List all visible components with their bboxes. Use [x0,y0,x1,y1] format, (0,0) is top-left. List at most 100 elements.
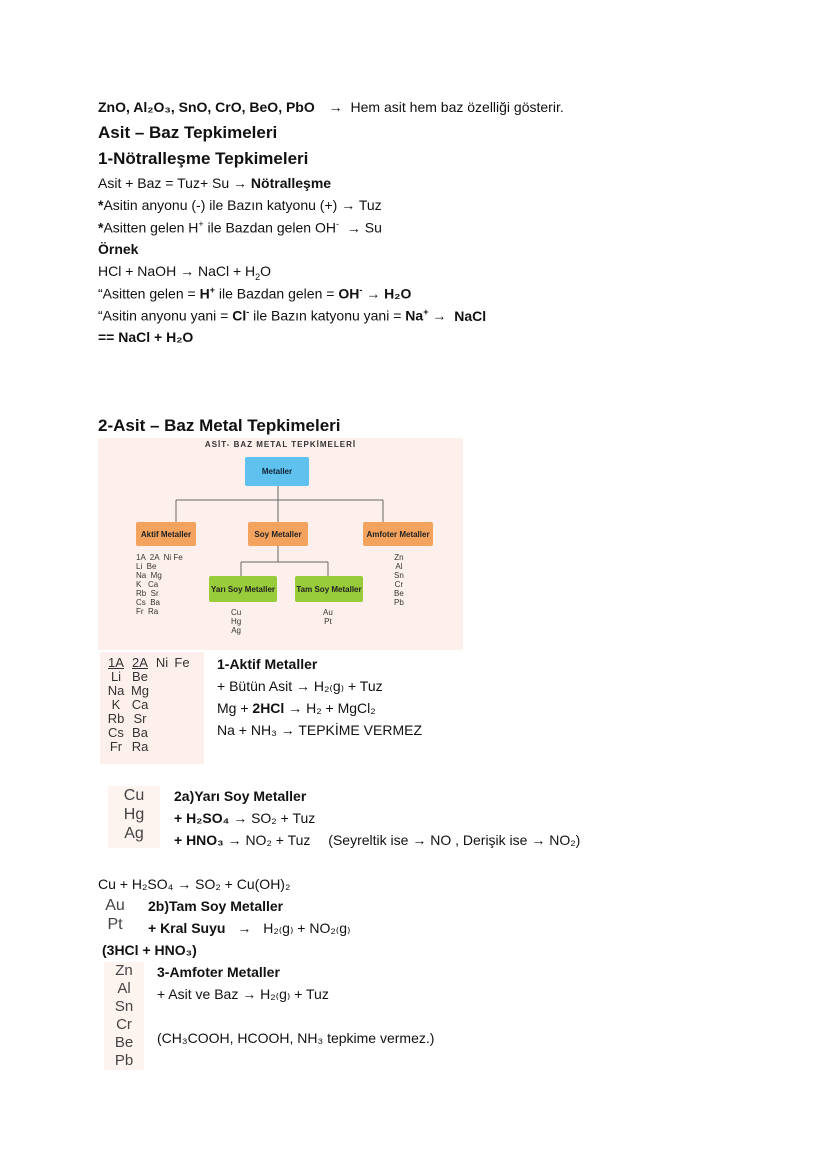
reagent-text: + H₂SO₄ [174,810,230,826]
line-text: SO₂ + Cu(OH)₂ [195,876,291,892]
table-header-cell: 2A [132,655,148,670]
diagram-title: ASİT- BAZ METAL TEPKİMELERİ [204,440,357,449]
full-elements-list: Au Pt [323,608,333,626]
product-text: H₂O [384,285,412,302]
bullet-star: * [98,219,104,236]
equation-text: HCl + NaOH [98,263,177,279]
ion-text: H [199,285,210,302]
semi-elements-box: Cu Hg Ag [108,786,160,848]
arrow-icon: → [177,876,192,892]
amph-title: 3-Amfoter Metaller [157,964,280,980]
semi-elements-list: Cu Hg Ag [231,608,242,635]
arrow-icon: → [233,810,248,826]
line-text: + Asit ve Baz [157,986,239,1002]
quote-line-2: “Asitin anyonu yani = Cl- ile Bazın katy… [98,307,486,324]
table-header-cell: Fe [174,655,190,670]
arrow-icon: → [242,986,257,1002]
superscript: - [335,219,339,229]
element-symbol: Sn [114,998,134,1015]
element-symbol: Cu [123,787,145,804]
oxides-text: Hem asit hem baz özelliği gösterir. [350,99,564,115]
arrow-icon: → [366,285,381,302]
active-elements-list: 1A 2A Ni Fe Li Be Na Mg K Ca Rb Sr Cs Ba… [136,553,183,616]
arrow-icon: → [412,832,427,848]
full-noble-box: Tam Soy Metaller [295,576,363,602]
metal-diagram: ASİT- BAZ METAL TEPKİMELERİ Metaller Akt… [98,438,463,650]
line-text: ile Bazdan gelen OH [203,219,336,236]
arrow-icon: → [296,678,310,694]
ion-text: Na [405,307,424,324]
semi-line-2: + HNO₃ → NO₂ + Tuz (Seyreltik ise → NO ,… [174,832,580,848]
subscript: 2 [255,271,261,282]
table-cell: Na [107,683,125,698]
line-text: Asitin anyonu (-) ile Bazın katyonu (+) [103,197,338,213]
element-symbol: Pb [114,1052,134,1069]
neutralization-line-3: *Asitten gelen H+ ile Bazdan gelen OH- →… [98,219,382,236]
active-title: 1-Aktif Metaller [217,656,318,672]
quote-line-1: “Asitten gelen = H+ ile Bazdan gelen = O… [98,285,411,302]
arrow-icon: → [180,263,195,279]
line-text: + Bütün Asit [217,678,293,694]
diagram-connectors [175,486,384,576]
element-symbol: Hg [123,806,145,823]
amph-line-1: + Asit ve Baz → H₂₍g₎ + Tuz [157,986,329,1003]
element-symbol: Cr [116,1016,132,1033]
element-symbol: Zn [115,962,133,979]
active-line-1: + Bütün Asit → H₂₍g₎ + Tuz [217,678,383,695]
reagent-text: + HNO₃ [174,832,224,848]
full-line-1: + Kral Suyu → H₂₍g₎ + NO₂₍g₎ [148,920,350,937]
arrow-icon: → [237,920,252,936]
table-cell: K [111,697,121,712]
line-text: Na + NH₃ [217,722,277,738]
element-symbol: Pt [107,916,123,933]
line-text: “Asitin anyonu yani = [98,307,233,324]
superscript: + [423,307,429,317]
arrow-icon: → [346,219,361,236]
example-equation: HCl + NaOH → NaCl + H2O [98,263,271,282]
table-cell: Be [132,669,148,684]
arrow-icon: → [432,307,447,324]
equation-text: Asit + Baz = Tuz+ Su [98,175,230,191]
line-text: Mg + [217,700,253,716]
line-text: H₂ + MgCl₂ [306,700,376,716]
line-text: Asitten gelen H [103,219,199,236]
table-cell: Ra [131,739,149,754]
active-line-3: Na + NH₃ → TEPKİME VERMEZ [217,722,422,738]
arrow-icon: → [341,197,356,213]
table-header-cell: 1A [108,655,124,670]
element-symbol: Be [114,1034,134,1051]
semi-noble-box: Yarı Soy Metaller [209,576,277,602]
oxides-line: ZnO, Al₂O₃, SnO, CrO, BeO, PbO → Hem asi… [98,99,564,115]
line-text: ile Bazın katyonu yani = [249,307,406,324]
amph-note: (CH₃COOH, HCOOH, NH₃ tepkime vermez.) [157,1030,435,1046]
line-text: (Seyreltik ise [328,832,409,848]
line-text: NO₂ + Tuz [245,832,311,848]
ion-text: OH [338,285,360,302]
amphoteric-metals-box: Amfoter Metaller [363,522,433,546]
table-cell: Sr [133,711,147,726]
line-text: H₂₍g₎ + Tuz [313,678,383,694]
active-metals-box: Aktif Metaller [136,522,196,546]
bullet-star: * [98,197,104,213]
table-cell: Fr [109,739,123,754]
superscript: - [359,285,363,295]
line-text: H₂₍g₎ + NO₂₍g₎ [263,920,351,936]
aqua-regia: (3HCl + HNO₃) [102,942,197,958]
semi-line-1: + H₂SO₄ → SO₂ + Tuz [174,810,315,826]
neutralization-title: 1-Nötralleşme Tepkimeleri [98,149,309,168]
noble-metals-box: Soy Metaller [248,522,308,546]
amph-elements-list: Zn Al Sn Cr Be Pb [394,553,404,607]
table-cell: Ca [131,697,149,712]
table-cell: Mg [130,683,150,698]
table-cell: Rb [107,711,125,726]
superscript: - [246,307,250,317]
element-symbol: Al [117,980,131,997]
amph-elements-box: Zn Al Sn Cr Be Pb [104,962,144,1070]
table-cell: Ba [132,725,148,740]
arrow-icon: → [288,700,303,716]
neutralization-line-2: *Asitin anyonu (-) ile Bazın katyonu (+)… [98,197,382,213]
metal-section-title: 2-Asit – Baz Metal Tepkimeleri [98,416,341,435]
table-cell: Cs [108,725,124,740]
line-text: Cu + H₂SO₄ [98,876,174,892]
